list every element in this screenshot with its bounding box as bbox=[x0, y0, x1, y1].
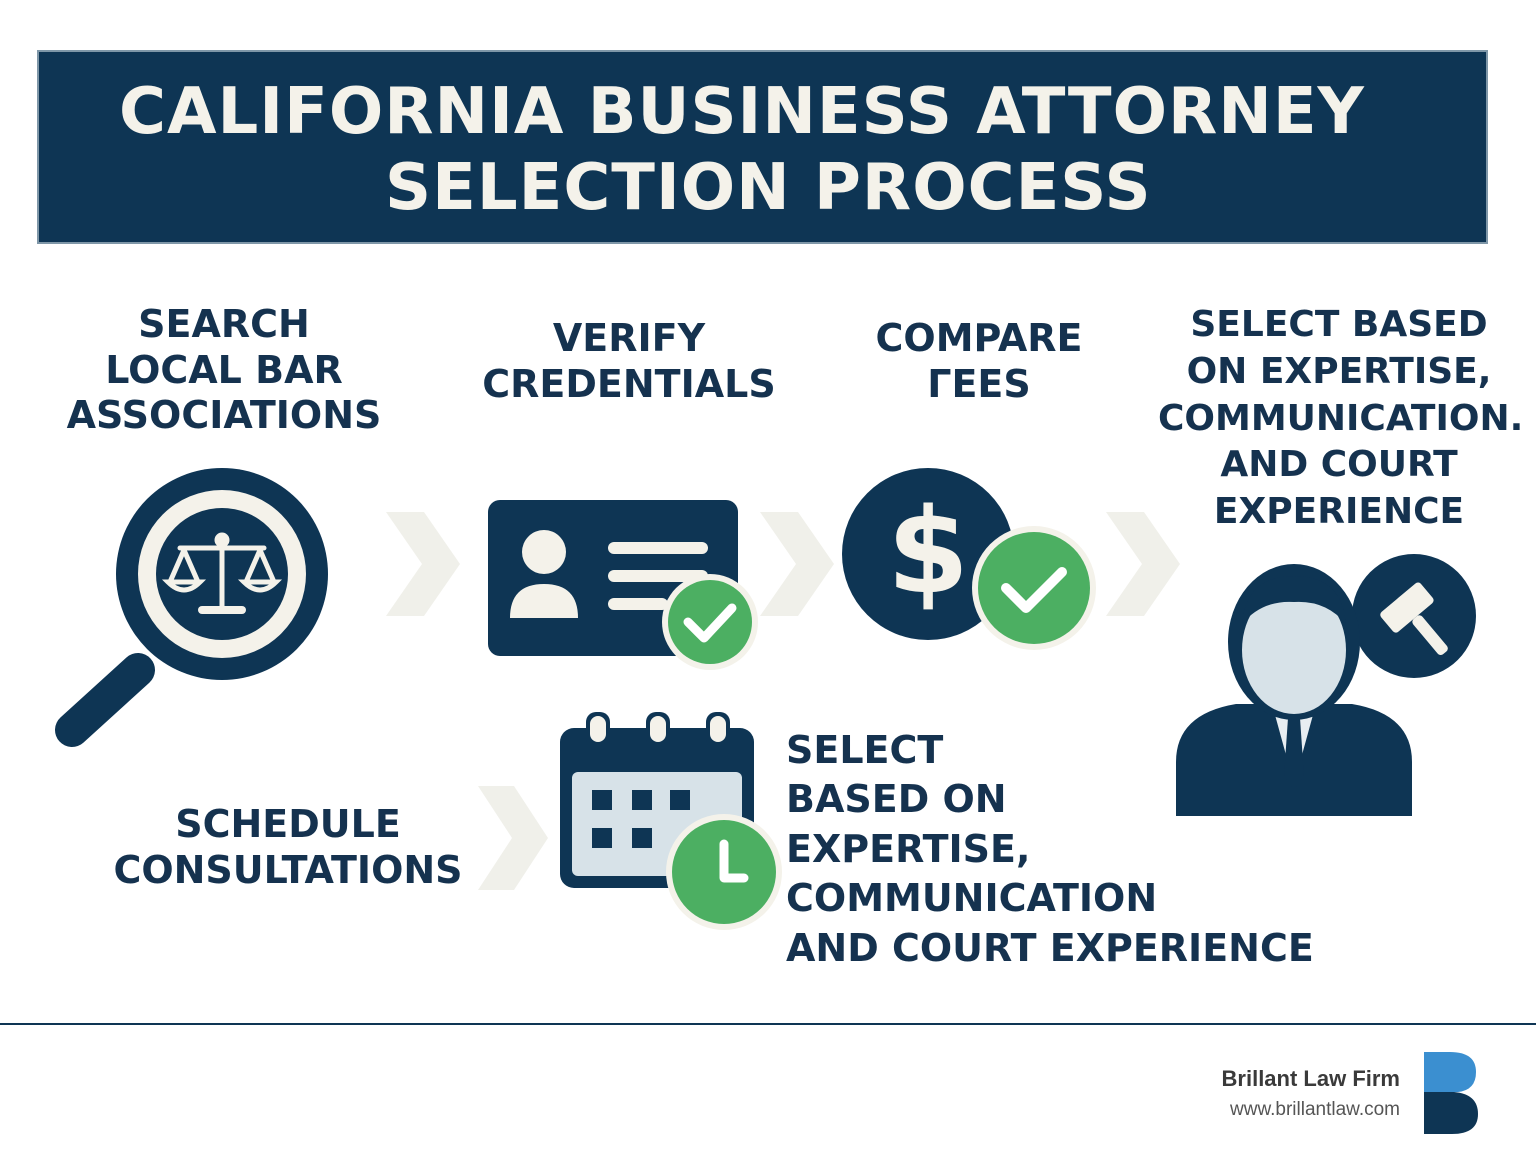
title-line-2: SELECTION PROCESS bbox=[385, 151, 1152, 225]
step-label-schedule: SCHEDULE CONSULTATIONS bbox=[113, 802, 463, 892]
brand-url: www.brillantlaw.com bbox=[1230, 1099, 1400, 1120]
svg-text:$: $ bbox=[887, 482, 969, 620]
step-label-search: SEARCH LOCAL BAR ASSOCIATIONS bbox=[66, 302, 382, 438]
step-label-select-right: SELECT BASED ON EXPERTISE, COMMUNICATION… bbox=[1158, 304, 1524, 533]
brand-name: Brillant Law Firm bbox=[1221, 1066, 1400, 1091]
b-logo-icon bbox=[1424, 1052, 1478, 1134]
title-banner: CALIFORNIA BUSINESS ATTORNEY SELECTION P… bbox=[37, 50, 1488, 244]
step-label-select-bottom: SELECT BASED ON EXPERTISE, COMMUNICATION… bbox=[786, 728, 1314, 970]
footer-divider bbox=[0, 1023, 1536, 1025]
title-line-1: CALIFORNIA BUSINESS ATTORNEY bbox=[119, 75, 1365, 149]
chevron-right-icon bbox=[478, 786, 548, 890]
magnifier-scales-icon bbox=[55, 468, 328, 747]
step-label-verify: VERIFY CREDENTIALS bbox=[482, 316, 776, 406]
chevron-right-icon bbox=[760, 512, 834, 616]
chevron-right-icon bbox=[1106, 512, 1180, 616]
attorney-gavel-icon bbox=[1176, 554, 1476, 816]
calendar-clock-icon bbox=[560, 712, 782, 930]
step-label-compare: COMPARE ΓEES bbox=[875, 316, 1083, 406]
chevron-right-icon bbox=[386, 512, 460, 616]
dollar-check-icon: $ bbox=[842, 468, 1096, 650]
id-card-check-icon bbox=[488, 500, 758, 670]
